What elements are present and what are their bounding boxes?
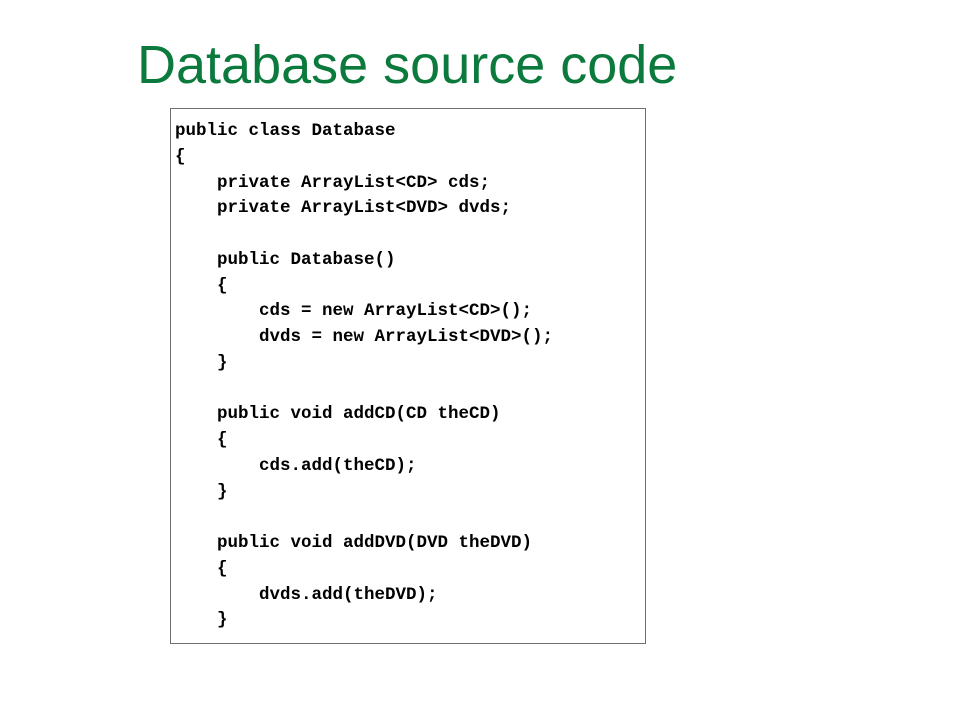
code-line-addcd-body: cds.add(theCD); (175, 455, 417, 476)
code-line-constructor-open-brace: { (175, 275, 228, 296)
code-line-adddvd-close-brace: } (175, 610, 228, 631)
code-line-adddvd-signature: public void addDVD(DVD theDVD) (175, 533, 533, 553)
code-line-class-open-brace: { (175, 146, 186, 167)
code-line-cds-field: private ArrayList<CD> cds; (175, 172, 491, 193)
code-line-blank (175, 222, 553, 248)
code-line-addcd-close-brace: } (175, 481, 228, 502)
code-line-constructor-close-brace: } (175, 352, 228, 373)
code-line-constructor-signature: public Database() (175, 249, 396, 270)
slide-title: Database source code (137, 35, 678, 95)
code-line-class-declaration: public class Database (175, 121, 396, 141)
code-line-dvds-field: private ArrayList<DVD> dvds; (175, 198, 512, 219)
code-line-adddvd-body: dvds.add(theDVD); (175, 584, 438, 605)
code-line-cds-init: cds = new ArrayList<CD>(); (175, 301, 533, 322)
code-line-blank (175, 505, 553, 531)
code-line-adddvd-open-brace: { (175, 558, 228, 579)
code-listing-box: public class Database { private ArrayLis… (170, 108, 646, 644)
code-line-addcd-open-brace: { (175, 430, 228, 450)
code-lines: public class Database { private ArrayLis… (175, 119, 553, 634)
code-line-blank (175, 377, 553, 403)
code-line-addcd-signature: public void addCD(CD theCD) (175, 404, 501, 425)
code-line-dvds-init: dvds = new ArrayList<DVD>(); (175, 327, 554, 347)
